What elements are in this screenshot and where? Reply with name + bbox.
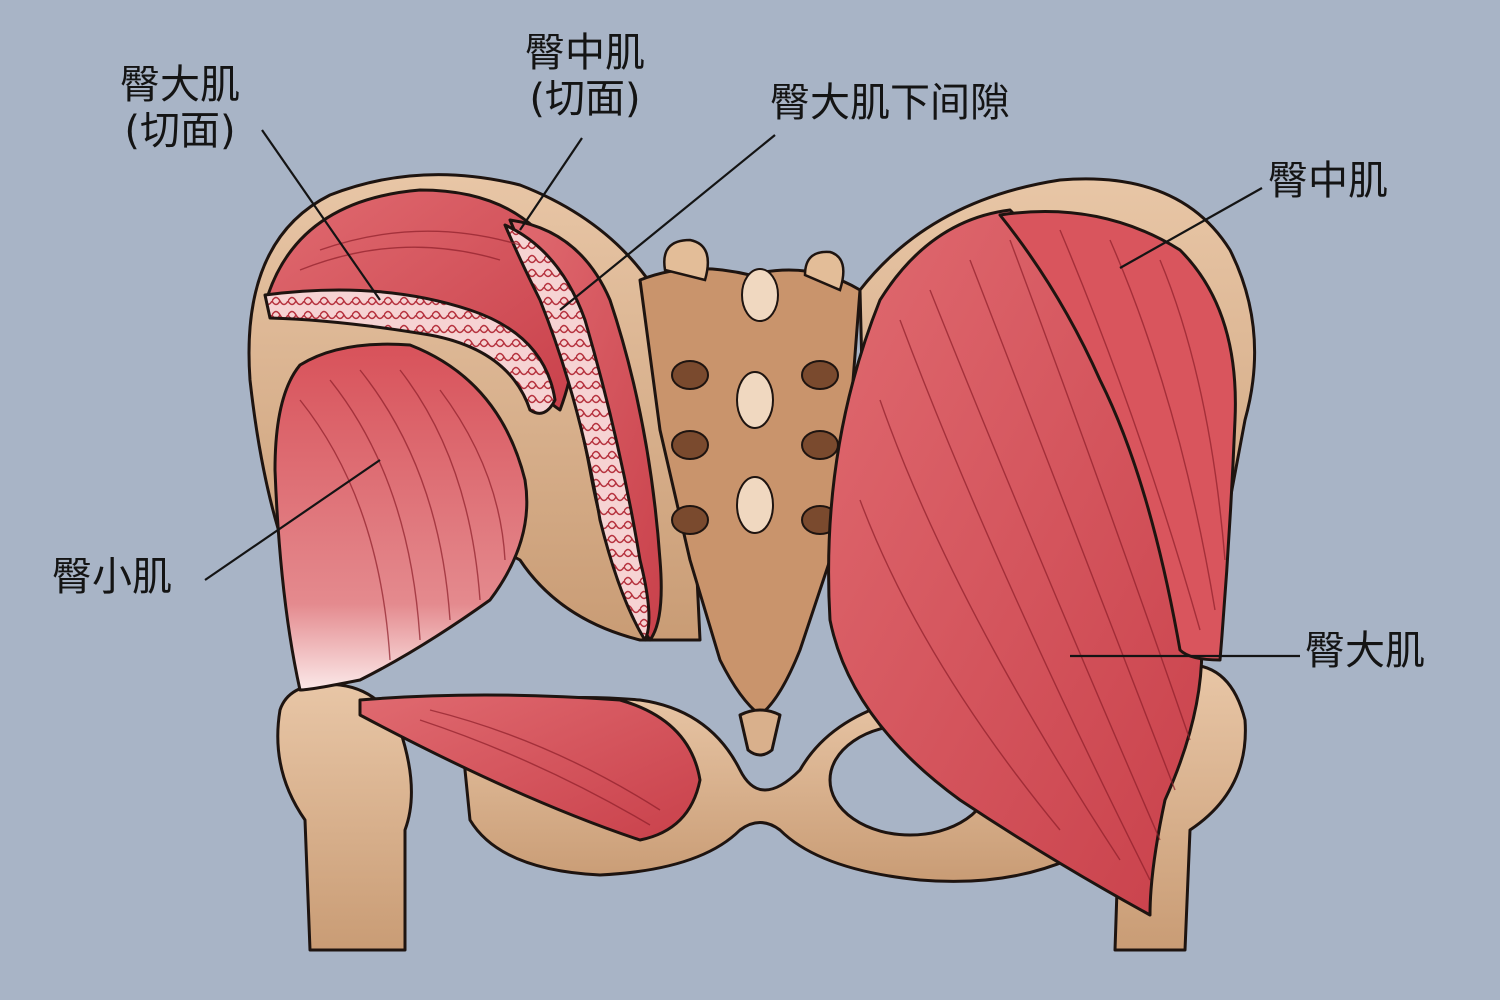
label-gluteus-maximus-cut-line2: (切面) xyxy=(124,108,236,154)
label-gluteus-maximus-cut: 臀大肌 (切面) xyxy=(120,62,240,154)
label-infragluteal-space: 臀大肌下间隙 xyxy=(770,80,1010,126)
label-gluteus-medius-cut: 臀中肌 (切面) xyxy=(525,30,645,122)
spinous-processes xyxy=(736,268,779,534)
gluteus-medius-cut-surface xyxy=(503,223,651,642)
label-gluteus-minimus: 臀小肌 xyxy=(52,554,172,600)
leader-lines xyxy=(204,129,1300,658)
label-gluteus-maximus: 臀大肌 xyxy=(1305,628,1425,674)
lower-deep-muscle xyxy=(358,693,702,842)
label-gluteus-medius-cut-line2: (切面) xyxy=(529,76,641,122)
label-gluteus-medius-cut-line1: 臀中肌 xyxy=(525,30,645,76)
gluteus-maximus-cut-surface xyxy=(263,288,557,415)
gluteus-minimus-muscle xyxy=(273,342,529,692)
coccyx xyxy=(738,708,782,757)
sacral-facets xyxy=(663,238,845,292)
label-gluteus-medius: 臀中肌 xyxy=(1268,158,1388,204)
muscle-fibres xyxy=(299,229,1226,881)
gluteus-medius-muscle xyxy=(998,210,1237,662)
label-gluteus-maximus-cut-line1: 臀大肌 xyxy=(120,62,240,108)
